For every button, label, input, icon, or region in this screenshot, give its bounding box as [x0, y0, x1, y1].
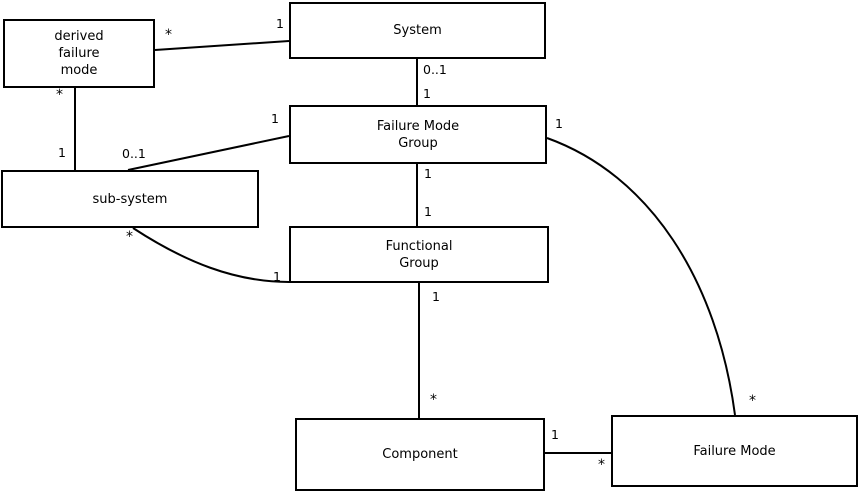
class-box-functional-group[interactable]: Functional Group — [289, 226, 549, 283]
class-box-failure-mode[interactable]: Failure Mode — [611, 415, 858, 487]
multiplicity-sub-system-to-failure-mode-group-target: 1 — [271, 111, 279, 126]
edge-sub-system-functional-group — [132, 227, 290, 283]
class-name-functional-group: Functional Group — [385, 238, 453, 271]
multiplicity-failure-mode-group-to-functional-group-source: 1 — [424, 166, 432, 181]
multiplicity-functional-group-to-component-source: 1 — [432, 289, 440, 304]
multiplicity-failure-mode-group-to-failure-mode-source: 1 — [555, 116, 563, 131]
multiplicity-failure-mode-group-to-functional-group-target: 1 — [424, 204, 432, 219]
multiplicity-sub-system-to-functional-group-target: 1 — [273, 269, 281, 284]
class-box-failure-mode-group[interactable]: Failure Mode Group — [289, 105, 547, 164]
multiplicity-derived-failure-mode-to-system-source: * — [165, 27, 172, 43]
class-box-system[interactable]: System — [289, 2, 546, 59]
class-name-component: Component — [382, 447, 458, 462]
class-box-component[interactable]: Component — [295, 418, 545, 491]
class-box-sub-system[interactable]: sub-system — [1, 170, 259, 228]
multiplicity-derived-failure-mode-to-sub-system-target: 1 — [58, 145, 66, 160]
multiplicity-sub-system-to-failure-mode-group-source: 0..1 — [122, 146, 146, 161]
multiplicity-system-to-failure-mode-group-target: 1 — [423, 86, 431, 101]
class-name-failure-mode-group: Failure Mode Group — [376, 118, 460, 151]
edge-derived-failure-mode-system — [154, 40, 290, 51]
class-name-sub-system: sub-system — [92, 191, 168, 207]
class-name-derived-failure-mode: derived failure mode — [54, 29, 104, 78]
multiplicity-system-to-failure-mode-group-source: 0..1 — [423, 62, 447, 77]
class-name-failure-mode: Failure Mode — [693, 443, 776, 459]
multiplicity-component-to-failure-mode-target: * — [598, 457, 605, 473]
multiplicity-derived-failure-mode-to-system-target: 1 — [276, 16, 284, 31]
class-box-derived-failure-mode[interactable]: derived failure mode — [3, 19, 155, 88]
multiplicity-derived-failure-mode-to-sub-system-source: * — [56, 87, 63, 103]
edge-failure-mode-group-failure-mode — [546, 137, 736, 416]
edge-sub-system-failure-mode-group — [127, 135, 290, 171]
multiplicity-failure-mode-group-to-failure-mode-target: * — [749, 393, 756, 409]
class-name-system: System — [393, 23, 442, 38]
multiplicity-component-to-failure-mode-source: 1 — [551, 427, 559, 442]
multiplicity-sub-system-to-functional-group-source: * — [126, 229, 133, 245]
multiplicity-functional-group-to-component-target: * — [430, 392, 437, 408]
